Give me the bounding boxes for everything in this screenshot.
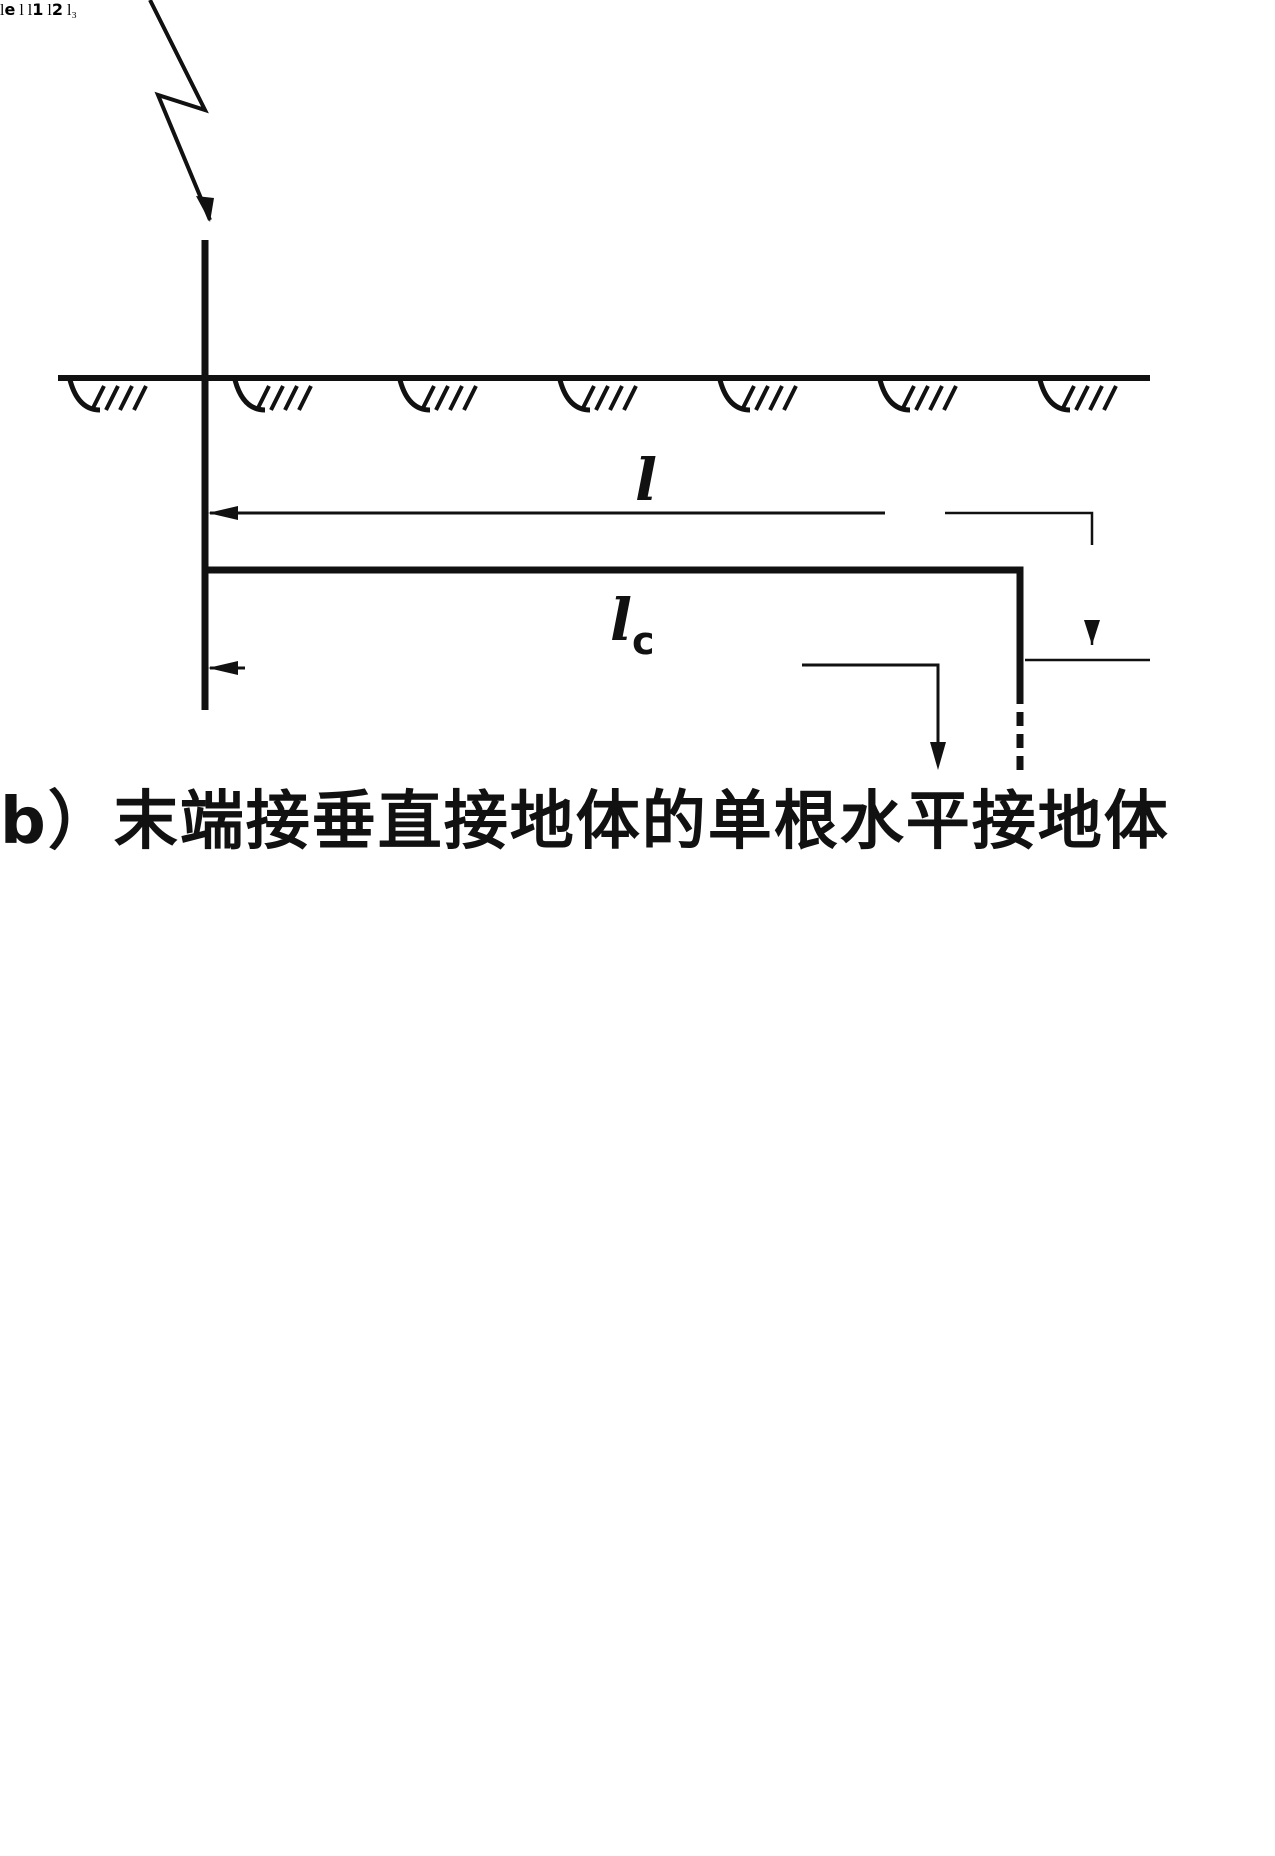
horizontal-electrode (205, 566, 1024, 690)
label-l1: l1 (27, 0, 44, 19)
ground-surface-line: le l l1 l2 l₃ (0, 0, 77, 19)
bottom-reference-4: le l l1 l2 l₃ (0, 0, 77, 19)
vertical-branch-2: le l l1 l2 l₃ (0, 0, 77, 19)
vertical-electrode-dashed: le l l1 l2 l₃ (0, 0, 77, 19)
figure-b-caption: b）末端接垂直接地体的单根水平接地体 (0, 785, 1170, 859)
label-lc: lc (610, 586, 655, 663)
label-l: l (19, 2, 24, 19)
horizontal-electrode: le l l1 l2 l₃ (0, 0, 77, 19)
figure-c: le l l1 l2 l₃ (0, 0, 77, 19)
bottom-reference-2: le l l1 l2 l₃ (0, 0, 77, 19)
bottom-reference-3: le l l1 l2 l₃ (0, 0, 77, 19)
down-conductor: le l l1 l2 l₃ (0, 0, 77, 19)
label-l: l (635, 446, 657, 514)
label-le: le (0, 0, 16, 19)
label-l3: l₃ (66, 2, 77, 19)
lightning-bolt-icon: le l l1 l2 l₃ (0, 0, 77, 19)
lightning-bolt-icon (148, 0, 212, 221)
figure-b: l lc (58, 0, 1150, 770)
bottom-reference-5: le l l1 l2 l₃ (0, 0, 77, 19)
bottom-reference-1: le l l1 l2 l₃ (0, 0, 77, 19)
label-l2: l2 (47, 0, 63, 19)
soil-hatching (70, 380, 1116, 410)
